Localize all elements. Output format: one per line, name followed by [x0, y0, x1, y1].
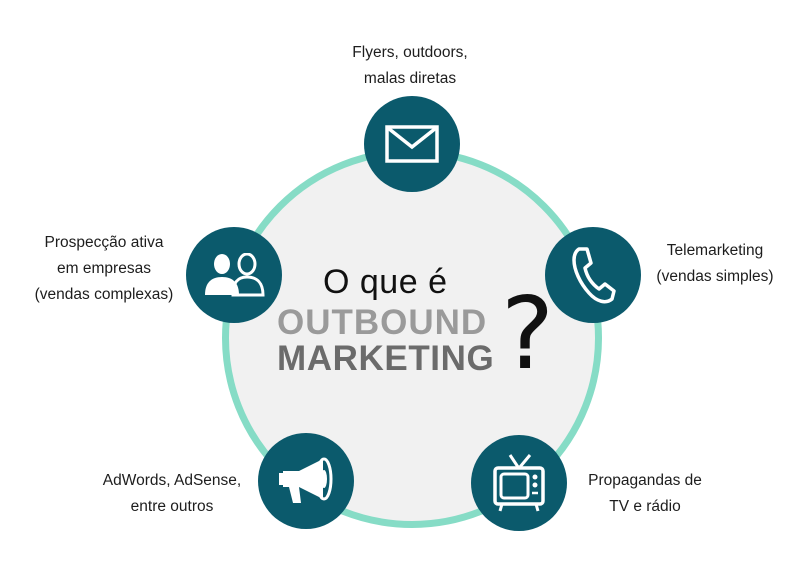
- label-phone-line-2: (vendas simples): [656, 268, 774, 285]
- tv-icon: [492, 453, 546, 513]
- phone-icon: [570, 246, 616, 304]
- label-mail-line-2: malas diretas: [363, 70, 457, 87]
- label-phone-line-1: Telemarketing: [666, 242, 764, 259]
- label-mail: Flyers, outdoors, malas diretas: [345, 40, 475, 92]
- center-title-marketing: MARKETING: [277, 339, 495, 378]
- node-tv: [471, 435, 567, 531]
- node-people: [186, 227, 282, 323]
- label-phone: Telemarketing (vendas simples): [645, 238, 785, 290]
- question-mark: ?: [501, 275, 555, 392]
- node-mail: [364, 96, 460, 192]
- label-tv-line-2: TV e rádio: [609, 498, 681, 515]
- label-people: Prospecção ativa em empresas (vendas com…: [18, 230, 190, 308]
- center-title-outbound: OUTBOUND: [277, 303, 488, 342]
- envelope-icon: [385, 125, 439, 163]
- label-people-line-1: Prospecção ativa: [44, 234, 164, 251]
- label-tv: Propagandas de TV e rádio: [575, 468, 715, 520]
- people-icon: [203, 253, 265, 297]
- node-phone: [545, 227, 641, 323]
- label-tv-line-1: Propagandas de: [588, 472, 702, 489]
- node-megaphone: [258, 433, 354, 529]
- center-question: O que é: [323, 263, 448, 301]
- label-megaphone-line-2: entre outros: [130, 498, 214, 515]
- label-mail-line-1: Flyers, outdoors,: [352, 44, 468, 61]
- label-people-line-3: (vendas complexas): [34, 286, 174, 303]
- label-megaphone: AdWords, AdSense, entre outros: [96, 468, 248, 520]
- label-people-line-2: em empresas: [57, 260, 151, 277]
- label-megaphone-line-1: AdWords, AdSense,: [102, 472, 242, 489]
- megaphone-icon: [277, 455, 335, 507]
